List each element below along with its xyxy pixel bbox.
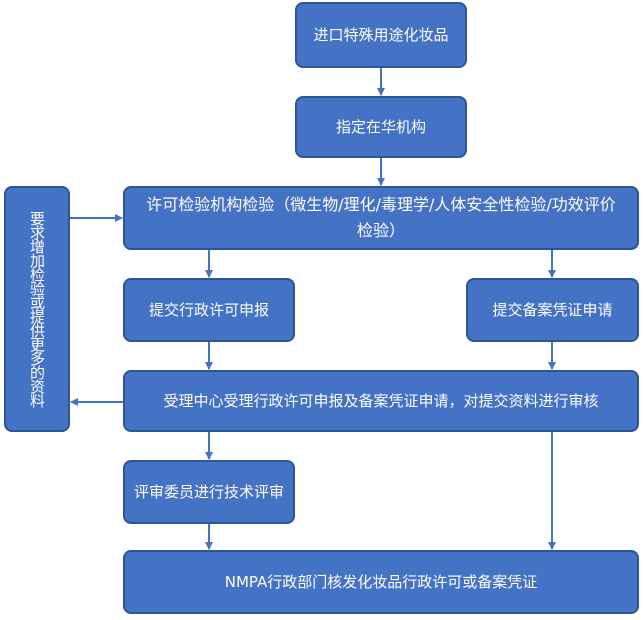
node-technical-review-label: 评审委员进行技术评审 [133, 483, 284, 501]
node-submit-permit-application: 提交行政许可申报 [123, 278, 295, 342]
node-submit-record-application-label: 提交备案凭证申请 [492, 301, 613, 319]
node-import-cosmetics-label: 进口特殊用途化妆品 [313, 26, 449, 44]
node-request-supplement-label: 要求增加检验或提供更多的资料 [28, 211, 46, 407]
node-nmpa-issue-certificate-label: NMPA行政部门核发化妆品行政许可或备案凭证 [224, 573, 538, 591]
node-import-cosmetics: 进口特殊用途化妆品 [295, 2, 467, 68]
node-acceptance-center-review-label: 受理中心受理行政许可申报及备案凭证申请，对提交资料进行审核 [163, 392, 599, 410]
node-licensed-inspection: 许可检验机构检验（微生物/理化/毒理学/人体安全性检验/功效评价检验） [123, 186, 639, 250]
node-licensed-inspection-label: 许可检验机构检验（微生物/理化/毒理学/人体安全性检验/功效评价检验） [146, 195, 616, 240]
node-designated-agency: 指定在华机构 [295, 96, 467, 158]
node-submit-record-application: 提交备案凭证申请 [466, 278, 639, 342]
node-designated-agency-label: 指定在华机构 [335, 118, 426, 136]
node-technical-review: 评审委员进行技术评审 [123, 460, 295, 524]
node-acceptance-center-review: 受理中心受理行政许可申报及备案凭证申请，对提交资料进行审核 [123, 370, 639, 432]
node-submit-permit-application-label: 提交行政许可申报 [148, 301, 269, 319]
node-request-supplement: 要求增加检验或提供更多的资料 [4, 186, 70, 432]
node-nmpa-issue-certificate: NMPA行政部门核发化妆品行政许可或备案凭证 [123, 550, 639, 614]
